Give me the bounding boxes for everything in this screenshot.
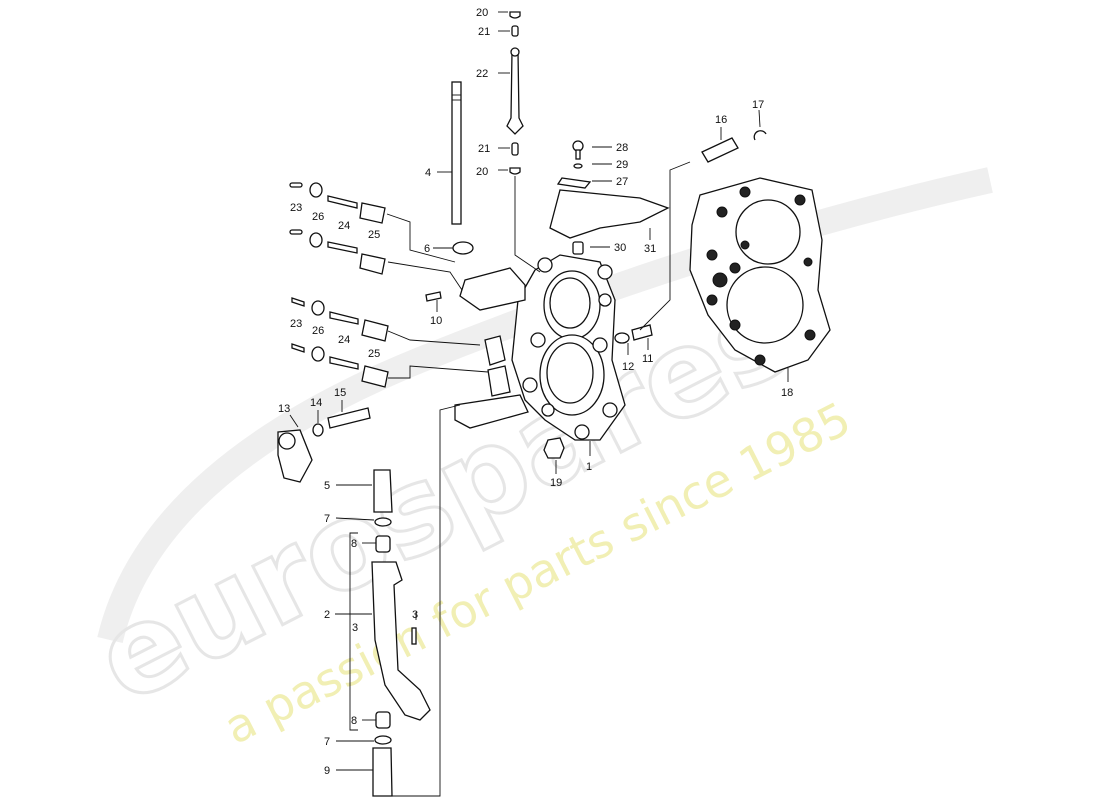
lower-column [371, 469, 431, 797]
callout-17: 17 [752, 99, 764, 111]
callout-10: 10 [430, 315, 442, 327]
callout-24: 24 [338, 220, 350, 232]
callout-13: 13 [278, 403, 290, 415]
rod-22 [506, 47, 524, 135]
callout-27: 27 [616, 176, 628, 188]
small-parts-top [452, 11, 521, 255]
callout-18: 18 [781, 387, 793, 399]
callout-8: 8 [351, 538, 357, 550]
callout-26: 26 [312, 325, 324, 337]
callout-24: 24 [338, 334, 350, 346]
callout-9: 9 [324, 765, 330, 777]
callout-11: 11 [642, 353, 653, 365]
callout-25: 25 [368, 229, 380, 241]
callout-2: 2 [324, 609, 330, 621]
callout-31: 31 [644, 243, 656, 255]
callout-21: 21 [478, 26, 490, 38]
callout-30: 30 [614, 242, 626, 254]
callout-3: 3 [352, 622, 358, 634]
callout-21: 21 [478, 143, 490, 155]
callout-15: 15 [334, 387, 346, 399]
callout-3: 3 [412, 609, 418, 621]
callout-labels: 20 21 22 21 20 4 6 28 29 27 30 31 16 17 … [278, 7, 793, 777]
callout-4: 4 [425, 167, 431, 179]
shaft-4 [451, 81, 462, 225]
callout-22: 22 [476, 68, 488, 80]
callout-29: 29 [616, 159, 628, 171]
callout-8: 8 [351, 715, 357, 727]
callout-20: 20 [476, 166, 488, 178]
callout-12: 12 [622, 361, 634, 373]
callout-7: 7 [324, 736, 330, 748]
callout-7: 7 [324, 513, 330, 525]
upper-spring-set [289, 182, 442, 388]
pin-16 [701, 130, 767, 163]
callout-28: 28 [616, 142, 628, 154]
watermark: eurospares a passion for parts since 198… [74, 167, 993, 755]
callout-25: 25 [368, 348, 380, 360]
fasteners [543, 324, 653, 459]
watermark-swoosh [97, 167, 993, 644]
callout-6: 6 [424, 243, 430, 255]
lever-13 [277, 407, 371, 483]
housing-1 [454, 254, 626, 441]
callout-1: 1 [586, 461, 592, 473]
callout-5: 5 [324, 480, 330, 492]
callout-23: 23 [290, 318, 302, 330]
callout-16: 16 [715, 114, 727, 126]
gasket-18 [689, 177, 831, 373]
callout-23: 23 [290, 202, 302, 214]
callout-14: 14 [310, 397, 322, 409]
callout-20: 20 [476, 7, 488, 19]
leader-lines [289, 11, 789, 797]
plate-assembly [549, 140, 670, 255]
callout-19: 19 [550, 477, 562, 489]
callout-26: 26 [312, 211, 324, 223]
